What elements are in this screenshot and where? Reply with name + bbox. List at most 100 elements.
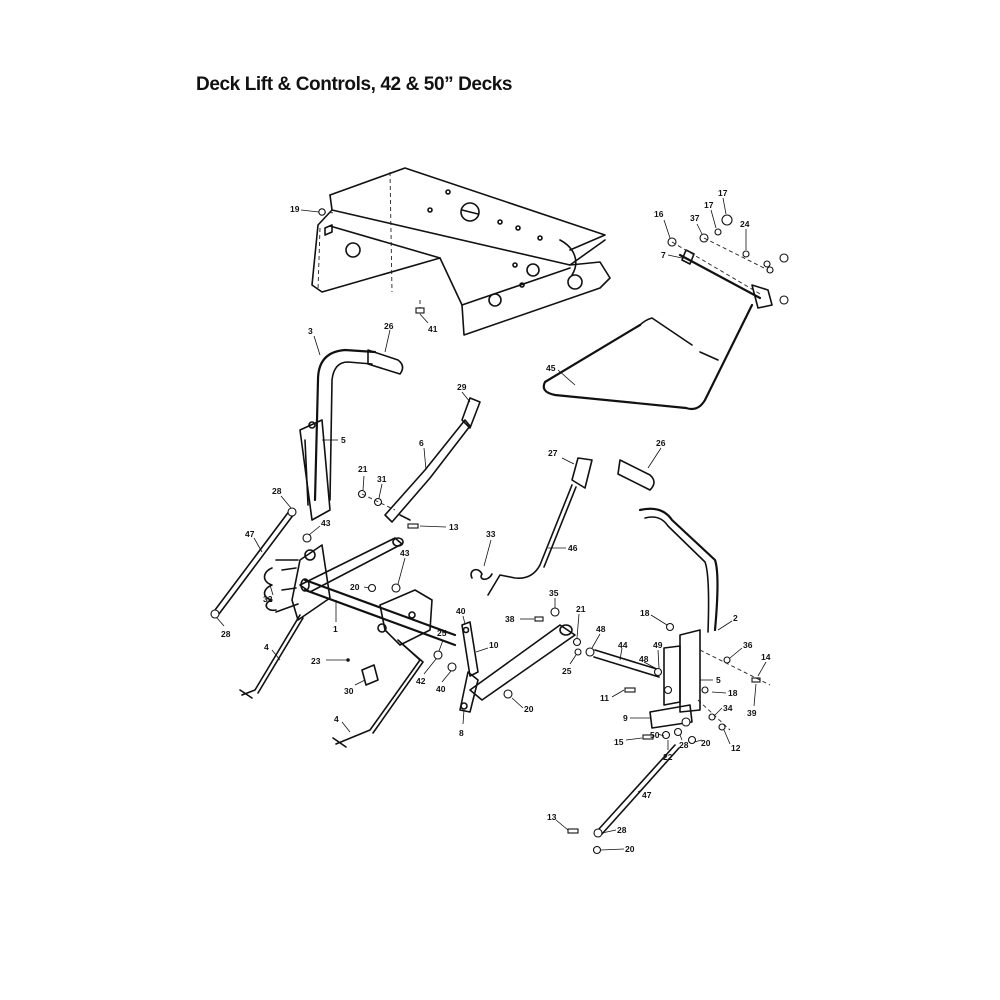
callout-label: 1	[333, 624, 338, 634]
callout-label: 13	[449, 522, 459, 532]
callout-36: 36	[729, 640, 753, 659]
callout-label: 44	[618, 640, 628, 650]
callout-17a: 17	[718, 188, 728, 215]
hardware-16-17-24-37	[667, 214, 789, 305]
plate-9	[649, 704, 693, 729]
callout-label: 30	[344, 686, 354, 696]
callout-label: 46	[568, 543, 578, 553]
callout-18a: 18	[640, 608, 668, 626]
callout-label: 25	[562, 666, 572, 676]
link-bar-40	[461, 621, 479, 677]
callout-48a: 48	[591, 624, 606, 649]
callout-label: 26	[656, 438, 666, 448]
callout-23: 23	[311, 656, 346, 666]
hardware-41	[415, 307, 425, 314]
callout-28d: 28	[601, 825, 627, 835]
callout-label: 20	[701, 738, 711, 748]
callout-13b: 13	[547, 812, 569, 831]
callout-20b: 20	[511, 697, 534, 714]
callout-21a: 21	[358, 464, 368, 491]
callout-label: 42	[416, 676, 426, 686]
callout-31: 31	[377, 474, 387, 499]
callout-43b: 43	[397, 548, 410, 585]
callout-label: 28	[221, 629, 231, 639]
linkage-rod-4-upper	[239, 614, 304, 699]
callout-26b: 26	[647, 438, 666, 469]
callout-35: 35	[549, 588, 559, 608]
grip-26-right	[617, 459, 655, 491]
callout-label: 21	[576, 604, 586, 614]
callout-22: 22	[663, 740, 673, 762]
frame-bracket	[311, 167, 611, 336]
spring-32	[263, 559, 299, 613]
callout-label: 26	[384, 321, 394, 331]
callout-25a: 25	[437, 628, 447, 652]
callout-27: 27	[548, 448, 575, 465]
callout-label: 13	[547, 812, 557, 822]
callout-46: 46	[548, 543, 578, 553]
callout-4a: 4	[264, 642, 281, 661]
callout-label: 20	[625, 844, 635, 854]
callout-12: 12	[723, 729, 741, 753]
callout-38: 38	[505, 614, 534, 624]
callout-5b: 5	[700, 675, 721, 685]
callout-label: 5	[341, 435, 346, 445]
callout-20d: 20	[600, 844, 635, 854]
callout-label: 28	[679, 740, 689, 750]
callout-label: 32	[263, 594, 273, 604]
callout-label: 9	[623, 713, 628, 723]
callout-label: 48	[596, 624, 606, 634]
callout-label: 45	[546, 363, 556, 373]
callout-label: 33	[486, 529, 496, 539]
hardware-11-15-22-50-28-20	[624, 667, 697, 745]
callout-5a: 5	[322, 435, 346, 445]
handle-6	[384, 419, 471, 523]
callout-1: 1	[333, 600, 338, 634]
callout-42: 42	[416, 658, 437, 686]
callout-label: 16	[654, 209, 664, 219]
callout-28b: 28	[216, 617, 231, 639]
callout-16: 16	[654, 209, 671, 239]
callout-28c: 28	[679, 734, 689, 750]
callout-32: 32	[263, 584, 274, 604]
callout-label: 38	[505, 614, 515, 624]
callout-label: 11	[600, 693, 609, 703]
callout-45: 45	[546, 363, 576, 386]
callout-48b: 48	[639, 654, 658, 670]
callout-18b: 18	[711, 688, 738, 698]
lift-handle-3	[313, 348, 377, 502]
callout-29: 29	[457, 382, 471, 403]
callout-40b: 40	[436, 670, 452, 694]
callout-label: 4	[264, 642, 269, 652]
callout-26a: 26	[384, 321, 394, 353]
callouts: 19 41 16 37 17 17 24 7 45 3 26 29 5 6 21…	[216, 188, 771, 854]
callout-43a: 43	[308, 518, 331, 536]
spring-33	[470, 568, 493, 581]
center-bracket	[377, 589, 433, 646]
callout-label: 8	[459, 728, 464, 738]
callout-label: 50	[650, 730, 660, 740]
callout-label: 35	[549, 588, 559, 598]
lift-handle-2	[638, 507, 719, 633]
callout-9: 9	[623, 713, 650, 723]
callout-label: 18	[640, 608, 650, 618]
callout-11: 11	[600, 689, 625, 703]
callout-label: 23	[311, 656, 321, 666]
u-rod-45	[542, 303, 754, 411]
callout-label: 28	[272, 486, 282, 496]
callout-label: 5	[716, 675, 721, 685]
lift-arm-top	[299, 537, 404, 593]
callout-49: 49	[653, 640, 663, 669]
grip-27	[571, 457, 593, 489]
rod-7	[678, 249, 773, 309]
lift-arm-10	[469, 624, 576, 701]
grip-29	[461, 397, 481, 429]
callout-label: 6	[419, 438, 424, 448]
callout-label: 10	[489, 640, 499, 650]
callout-label: 20	[350, 582, 360, 592]
callout-10: 10	[475, 640, 499, 653]
callout-label: 28	[617, 825, 627, 835]
hardware-19	[318, 208, 326, 216]
handle-bracket-5-right	[663, 629, 701, 713]
callout-34: 34	[713, 703, 733, 717]
